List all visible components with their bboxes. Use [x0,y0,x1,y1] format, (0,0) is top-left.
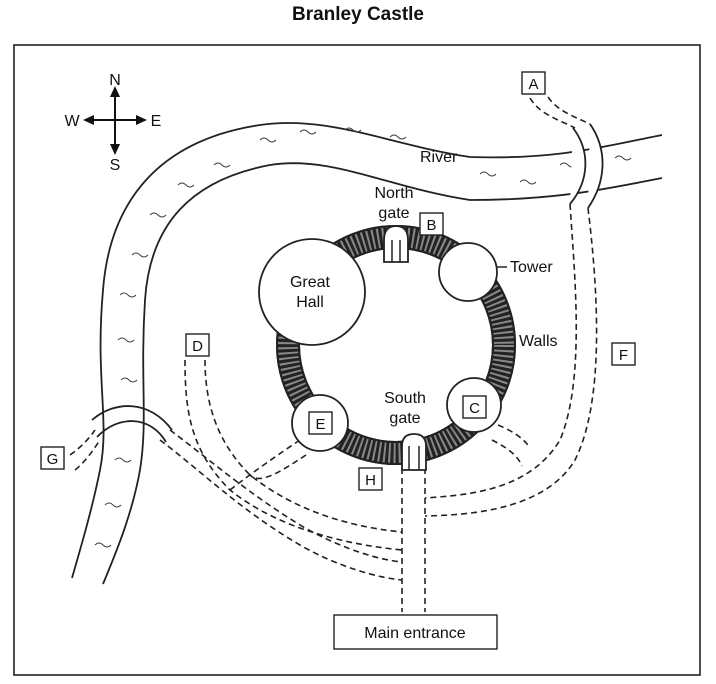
marker-b: B [419,212,444,236]
bridge-northeast [569,123,604,209]
marker-h: H [358,467,383,491]
map-frame [13,44,701,676]
footpaths [69,96,598,612]
great-hall-label-line2: Hall [296,294,324,311]
map-title: Branley Castle [291,4,424,25]
marker-a: A [521,71,546,95]
marker-c: C [462,395,487,419]
svg-text:F: F [619,347,628,364]
great-hall-label-line1: Great [290,274,331,291]
marker-e: E [308,411,333,435]
river [71,122,663,585]
north-gate-label-line1: North [374,185,413,202]
marker-g: G [40,446,65,470]
compass-e: E [151,113,162,130]
compass-w: W [64,113,80,130]
great-hall [258,238,366,346]
walls-label: Walls [519,333,558,350]
compass-icon: N S W E [64,72,161,174]
bridge-southwest [91,405,173,443]
svg-text:D: D [192,338,203,355]
svg-text:G: G [47,451,59,468]
svg-text:C: C [469,400,480,417]
svg-text:E: E [315,416,325,433]
main-entrance-box [333,614,498,650]
marker-f: F [611,342,636,366]
svg-text:A: A [528,76,538,93]
south-gate-label-line2: gate [389,410,420,427]
compass-n: N [109,72,121,89]
marker-d: D [185,333,210,357]
river-label: River [420,149,458,166]
svg-text:B: B [426,217,436,234]
main-entrance-label: Main entrance [364,625,465,642]
north-gate [383,225,409,263]
tower-northeast [438,242,498,302]
svg-text:H: H [365,472,376,489]
tower-label: Tower [510,259,553,276]
north-gate-label-line2: gate [378,205,409,222]
compass-s: S [110,157,121,174]
south-gate-label-line1: South [384,390,426,407]
south-gate [401,433,427,471]
